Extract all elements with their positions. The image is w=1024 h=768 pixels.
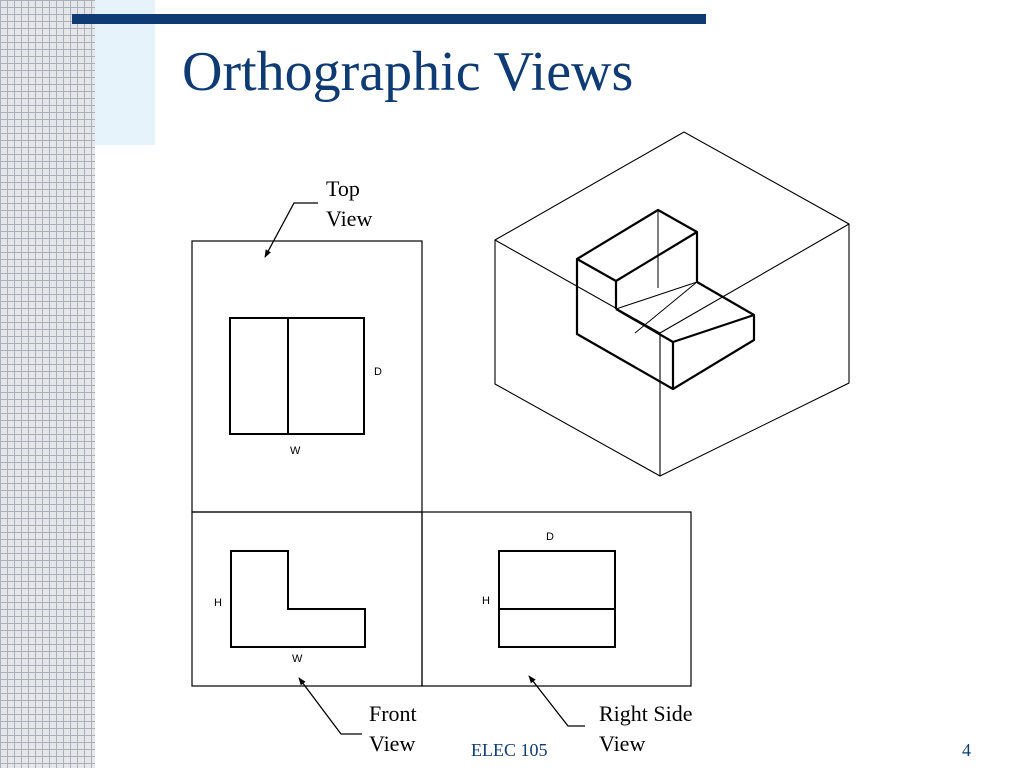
top-view-shape xyxy=(229,317,365,435)
side-view-callout: Right Side View xyxy=(599,699,693,759)
front-view-height-label: H xyxy=(214,597,222,609)
title-accent-panel xyxy=(95,0,155,145)
isometric-glass-box xyxy=(494,131,850,477)
front-view-callout: Front View xyxy=(369,699,417,759)
front-view-box xyxy=(191,511,423,687)
front-view-callout-line1: Front xyxy=(369,701,417,726)
side-view-callout-line2: View xyxy=(599,731,646,756)
top-view-callout-line2: View xyxy=(326,206,373,231)
front-view-leader xyxy=(298,677,362,735)
side-view-box xyxy=(421,511,692,687)
top-view-callout-line1: Top xyxy=(326,176,360,201)
top-view-width-label: W xyxy=(290,445,301,457)
footer-course-code: ELEC 105 xyxy=(471,740,548,760)
front-view-width-label: W xyxy=(292,653,303,665)
slide-title: Orthographic Views xyxy=(182,41,634,103)
top-view-callout: Top View xyxy=(326,174,372,234)
side-view-shape xyxy=(498,550,616,648)
side-view-height-label: H xyxy=(482,595,490,607)
side-view-leader xyxy=(528,675,585,727)
title-accent-bar xyxy=(72,14,706,24)
projection-boxes xyxy=(191,240,692,687)
front-view-callout-line2: View xyxy=(369,731,416,756)
top-view-box xyxy=(191,240,423,513)
isometric-l-block xyxy=(575,208,756,391)
side-view-callout-line1: Right Side xyxy=(599,701,693,726)
top-view-depth-label: D xyxy=(374,366,382,378)
page-number: 4 xyxy=(962,740,971,760)
isometric-hidden-edges xyxy=(615,210,698,334)
leader-lines xyxy=(264,202,585,735)
top-view-leader xyxy=(264,202,318,258)
grid-pattern-sidebar xyxy=(0,0,95,768)
front-view-shape xyxy=(230,550,366,648)
side-view-depth-label: D xyxy=(546,531,554,543)
